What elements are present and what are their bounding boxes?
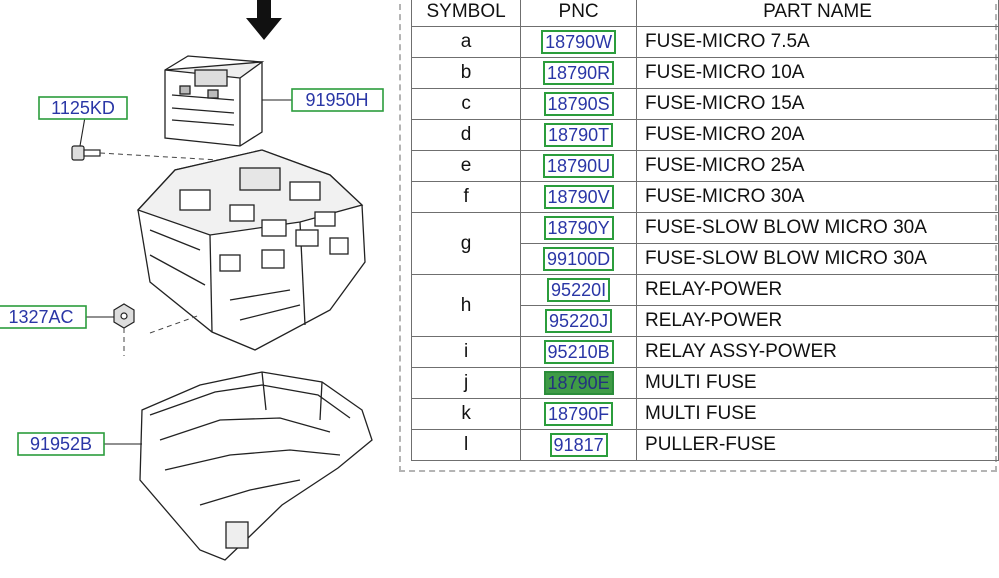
callout-label: 91952B bbox=[30, 434, 92, 454]
table-row: c 18790S FUSE-MICRO 15A bbox=[410, 88, 999, 120]
pnc-link[interactable]: 95210B bbox=[543, 340, 614, 364]
callout-label: 91950H bbox=[305, 90, 368, 110]
pnc-link[interactable]: 18790R bbox=[543, 61, 615, 85]
exploded-diagram: 1125KD 91950H 1327AC 91952B bbox=[0, 0, 384, 561]
symbol-cell: g bbox=[410, 212, 522, 275]
part-name-cell: FUSE-MICRO 25A bbox=[636, 150, 999, 182]
symbol-cell: k bbox=[410, 398, 522, 430]
symbol-cell: l bbox=[410, 429, 522, 461]
part-name-cell: RELAY ASSY-POWER bbox=[636, 336, 999, 368]
callout-label: 1327AC bbox=[8, 307, 73, 327]
callout-1125KD: 1125KD bbox=[38, 96, 128, 120]
table-row: a 18790W FUSE-MICRO 7.5A bbox=[410, 26, 999, 58]
table-row: i 95210B RELAY ASSY-POWER bbox=[410, 336, 999, 368]
pnc-link[interactable]: 18790T bbox=[544, 123, 614, 147]
pnc-link[interactable]: 91817 bbox=[549, 433, 608, 457]
part-name-cell: FUSE-MICRO 30A bbox=[636, 181, 999, 213]
part-name-cell: FUSE-MICRO 20A bbox=[636, 119, 999, 151]
table-row: k 18790F MULTI FUSE bbox=[410, 398, 999, 430]
pnc-link-highlighted[interactable]: 18790E bbox=[543, 371, 614, 395]
pnc-link[interactable]: 18790Y bbox=[543, 216, 614, 240]
symbol-cell: f bbox=[410, 181, 522, 213]
table-row: l 91817 PULLER-FUSE bbox=[410, 429, 999, 461]
header-part-name: PART NAME bbox=[636, 0, 999, 27]
table-row: f 18790V FUSE-MICRO 30A bbox=[410, 181, 999, 213]
callout-label: 1125KD bbox=[51, 98, 115, 118]
symbol-cell: b bbox=[410, 57, 522, 89]
lower-cover bbox=[139, 371, 373, 561]
table-row: e 18790U FUSE-MICRO 25A bbox=[410, 150, 999, 182]
pnc-link[interactable]: 18790F bbox=[544, 402, 614, 426]
fuse-box-body bbox=[136, 149, 366, 351]
part-name-cell: RELAY-POWER bbox=[636, 274, 999, 306]
bolt bbox=[71, 145, 101, 161]
pnc-link[interactable]: 18790S bbox=[543, 92, 614, 116]
table-row: 99100D FUSE-SLOW BLOW MICRO 30A bbox=[412, 243, 999, 275]
part-name-cell: MULTI FUSE bbox=[636, 367, 999, 399]
pnc-link[interactable]: 18790V bbox=[543, 185, 614, 209]
table-row: 95220J RELAY-POWER bbox=[412, 305, 999, 337]
symbol-cell: d bbox=[410, 119, 522, 151]
pnc-link[interactable]: 95220J bbox=[545, 309, 613, 333]
callout-91952B: 91952B bbox=[17, 432, 105, 456]
pnc-link[interactable]: 18790U bbox=[543, 154, 615, 178]
header-pnc: PNC bbox=[520, 0, 638, 27]
part-name-cell: FUSE-MICRO 7.5A bbox=[636, 26, 999, 58]
callout-91950H: 91950H bbox=[291, 88, 384, 112]
symbol-cell: h bbox=[410, 274, 522, 337]
part-name-cell: FUSE-SLOW BLOW MICRO 30A bbox=[636, 212, 999, 244]
part-name-cell: PULLER-FUSE bbox=[636, 429, 999, 461]
table-row: h 95220I RELAY-POWER bbox=[410, 274, 999, 337]
pnc-link[interactable]: 95220I bbox=[547, 278, 611, 302]
part-name-cell: FUSE-MICRO 10A bbox=[636, 57, 999, 89]
part-name-cell: MULTI FUSE bbox=[636, 398, 999, 430]
symbol-cell: j bbox=[410, 367, 522, 399]
table-row: g 18790Y FUSE-SLOW BLOW MICRO 30A bbox=[410, 212, 999, 275]
symbol-cell: e bbox=[410, 150, 522, 182]
pnc-link[interactable]: 18790W bbox=[541, 30, 617, 54]
symbol-cell: c bbox=[410, 88, 522, 120]
table-row: j 18790E MULTI FUSE bbox=[410, 367, 999, 399]
parts-table: SYMBOL PNC PART NAME a 18790W FUSE-MICRO… bbox=[410, 0, 999, 461]
nut bbox=[113, 303, 135, 329]
relay-block bbox=[164, 55, 265, 147]
table-header-row: SYMBOL PNC PART NAME bbox=[410, 0, 999, 27]
symbol-cell: a bbox=[410, 26, 522, 58]
callout-1327AC: 1327AC bbox=[0, 305, 87, 329]
part-name-cell: FUSE-SLOW BLOW MICRO 30A bbox=[636, 243, 999, 275]
header-symbol: SYMBOL bbox=[410, 0, 522, 27]
leader-lines bbox=[79, 99, 292, 445]
symbol-cell: i bbox=[410, 336, 522, 368]
part-name-cell: RELAY-POWER bbox=[636, 305, 999, 337]
direction-arrow bbox=[246, 0, 282, 40]
table-row: b 18790R FUSE-MICRO 10A bbox=[410, 57, 999, 89]
pnc-link[interactable]: 99100D bbox=[543, 247, 615, 271]
part-name-cell: FUSE-MICRO 15A bbox=[636, 88, 999, 120]
table-row: d 18790T FUSE-MICRO 20A bbox=[410, 119, 999, 151]
